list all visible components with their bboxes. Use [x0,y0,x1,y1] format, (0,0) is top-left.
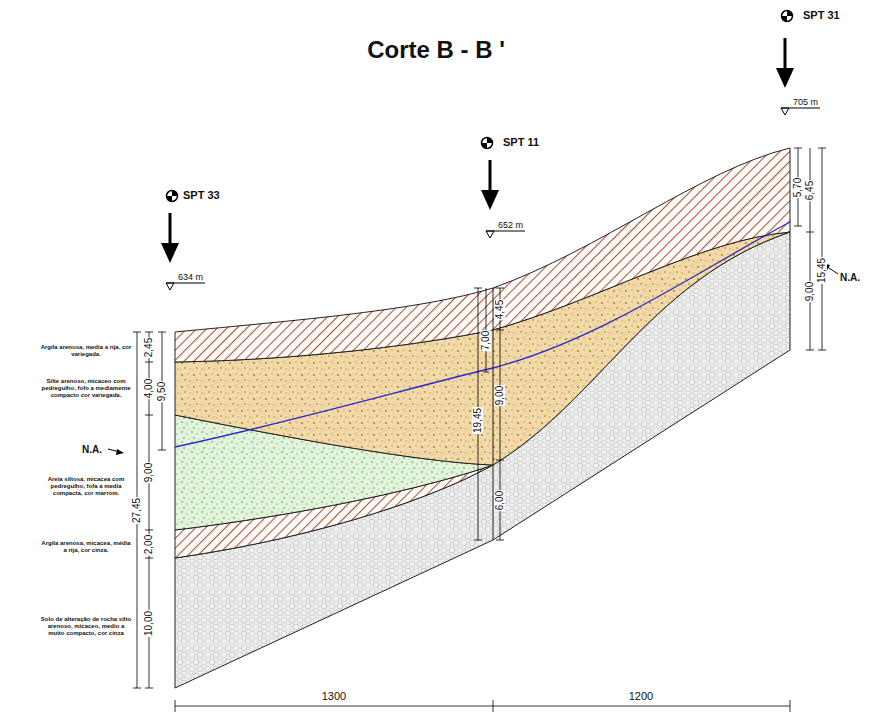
layer-description: Solo de alteração de rocha silto arenoso… [40,616,132,637]
elevation-label: 705 m [793,98,818,108]
borehole-label: SPT 31 [803,9,840,21]
dimension-value: 6,45 [805,179,816,200]
dimension-value: 4,00 [144,377,155,398]
borehole-label: SPT 33 [183,189,220,201]
dimension-value: 9,00 [144,461,155,482]
layer-description: Areia siltosa, micacea com pedregulho, f… [40,476,132,497]
dimension-value: 27,45 [132,496,143,523]
dimension-value: 9,00 [805,280,816,301]
dimension-value: 6,00 [495,489,506,510]
water-level-label: N.A. [840,272,860,283]
elevation-label: 652 m [498,221,523,231]
dimension-value: 2,45 [144,336,155,357]
dimension-value: 10,00 [144,609,155,636]
dimension-value: 4,45 [495,298,506,319]
elevation-label: 634 m [178,273,203,283]
dimension-value: 1200 [629,690,653,702]
section-title: Corte B - B ' [367,37,505,63]
dimension-value: 1300 [322,690,346,702]
layer-description: Argila arenosa, micacea, média a rija, c… [40,540,132,554]
layer-description: Argila arenosa, media a rija, cor varieg… [40,344,132,358]
dimension-value: 9,50 [157,380,168,401]
dimension-value: 15,45 [817,256,828,283]
layer-description: Silte arenoso, micaceo com pedregulho, f… [40,378,132,399]
dimension-value: 5,70 [793,176,804,197]
dimension-value: 19,45 [473,406,484,433]
dimension-value: 9,00 [495,384,506,405]
water-level-label: N.A. [82,444,102,455]
borehole-label: SPT 11 [503,136,539,148]
dimension-value: 2,00 [144,533,155,554]
dimension-value: 7,00 [481,329,492,350]
